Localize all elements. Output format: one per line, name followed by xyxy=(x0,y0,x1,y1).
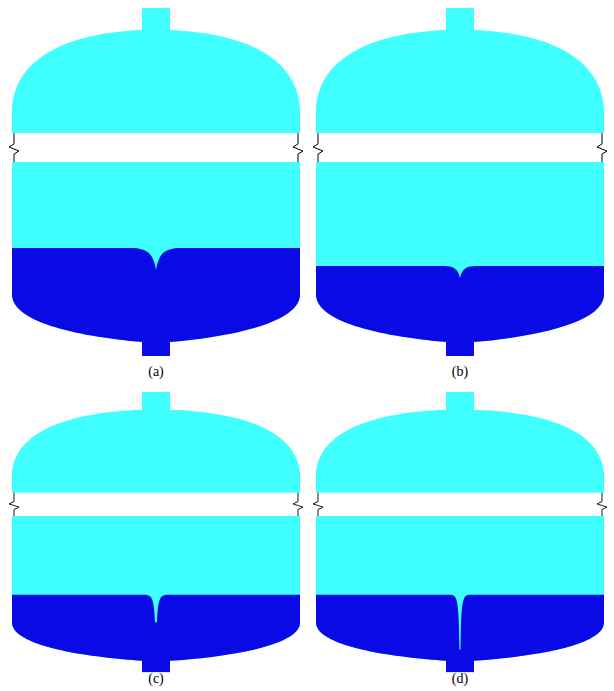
panel-label: (a) xyxy=(148,365,164,379)
panel-label: (d) xyxy=(452,672,468,686)
panel-label: (b) xyxy=(452,365,468,379)
vessel-panel xyxy=(311,392,611,675)
panel-label: (c) xyxy=(148,672,164,686)
vessel-panel xyxy=(7,392,307,675)
vessel-panel xyxy=(311,8,611,360)
vessel-panel xyxy=(7,8,307,360)
